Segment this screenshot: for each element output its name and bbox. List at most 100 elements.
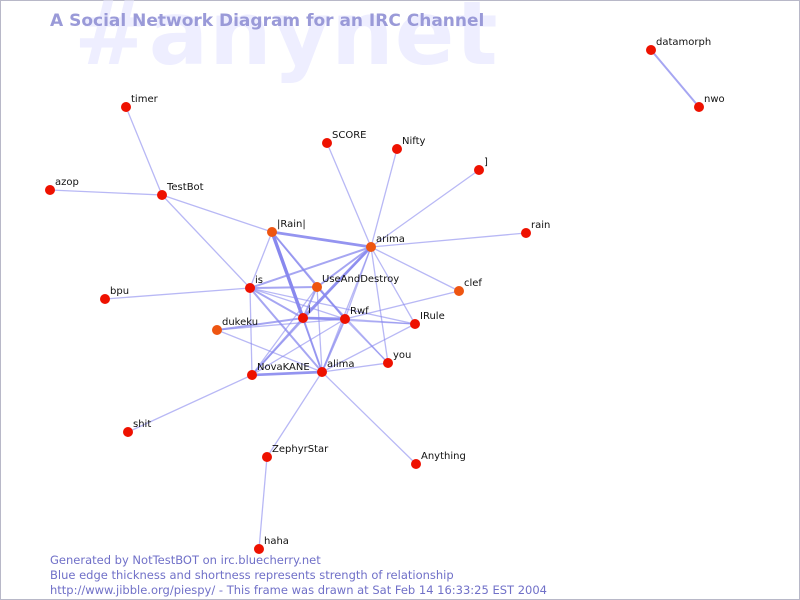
node-dot[interactable] xyxy=(121,102,131,112)
node-nwo[interactable]: nwo xyxy=(694,94,725,112)
node-timer[interactable]: timer xyxy=(121,94,159,112)
node-dot[interactable] xyxy=(694,102,704,112)
edge-arima-SCORE xyxy=(326,142,372,248)
node-dukeku[interactable]: dukeku xyxy=(212,317,258,335)
edge-alima-IRule xyxy=(321,323,416,373)
node-label: you xyxy=(393,350,411,361)
edge-Rwf-alima xyxy=(321,318,346,373)
node-bpu[interactable]: bpu xyxy=(100,286,129,304)
node-dot[interactable] xyxy=(454,286,464,296)
node-label: TestBot xyxy=(166,182,204,193)
edge-UseAndDestroy-NovaKANE xyxy=(251,286,318,376)
node-dot[interactable] xyxy=(646,45,656,55)
node-is[interactable]: is xyxy=(245,275,263,293)
node-alima[interactable]: alima xyxy=(317,359,355,377)
node-label: Rwf xyxy=(350,306,369,317)
edge-NovaKANE-alima xyxy=(251,370,323,377)
edge-alima-you xyxy=(321,362,389,373)
edge-layer xyxy=(49,49,700,550)
node-dot[interactable] xyxy=(267,227,277,237)
node-label: is xyxy=(255,275,263,286)
node-TestBot[interactable]: TestBot xyxy=(157,182,204,200)
node-dot[interactable] xyxy=(254,544,264,554)
node-dot[interactable] xyxy=(474,165,484,175)
node-dot[interactable] xyxy=(411,459,421,469)
node-label: Nifty xyxy=(402,136,426,147)
node-you[interactable]: you xyxy=(383,350,411,368)
footer-legend: Blue edge thickness and shortness repres… xyxy=(50,568,454,582)
node-rain[interactable]: rain xyxy=(521,220,550,238)
node-Anything[interactable]: Anything xyxy=(411,451,466,469)
edge-Rwf-IRule xyxy=(344,318,416,325)
node-dot[interactable] xyxy=(157,190,167,200)
node-label: shit xyxy=(133,419,151,430)
node-label: i xyxy=(308,305,311,316)
node-Rwf[interactable]: Rwf xyxy=(340,306,369,324)
node-SCORE[interactable]: SCORE xyxy=(322,130,366,148)
node-dot[interactable] xyxy=(298,313,308,323)
edge-ZephyrStar-haha xyxy=(258,456,268,550)
node-label: UseAndDestroy xyxy=(322,274,399,285)
edge-alima-Anything xyxy=(321,371,417,465)
edge-Rain-is xyxy=(249,231,273,289)
node-bracket[interactable]: ] xyxy=(474,157,488,175)
node-dot[interactable] xyxy=(262,452,272,462)
node-i[interactable]: i xyxy=(298,305,311,323)
node-Rain[interactable]: |Rain| xyxy=(267,219,306,237)
edge-arima-Nifty xyxy=(370,148,398,248)
node-dot[interactable] xyxy=(383,358,393,368)
node-dot[interactable] xyxy=(100,294,110,304)
node-UseAndDestroy[interactable]: UseAndDestroy xyxy=(312,274,399,292)
channel-watermark: #anynet xyxy=(74,0,499,85)
node-label: ] xyxy=(484,157,488,168)
edge-UseAndDestroy-i xyxy=(302,286,318,319)
node-label: ZephyrStar xyxy=(272,444,329,455)
node-dot[interactable] xyxy=(366,242,376,252)
edge-Rain-arima xyxy=(271,230,372,249)
node-label: NovaKANE xyxy=(257,362,310,373)
footer-link[interactable]: http://www.jibble.org/piespy/ - This fra… xyxy=(50,583,547,597)
edge-arima-is xyxy=(249,246,372,289)
node-azop[interactable]: azop xyxy=(45,177,79,195)
node-dot[interactable] xyxy=(247,370,257,380)
node-label: arima xyxy=(376,234,405,245)
node-label: haha xyxy=(264,536,289,547)
edge-Rwf-dukeku xyxy=(216,318,346,331)
edge-is-bpu xyxy=(104,287,251,300)
node-ZephyrStar[interactable]: ZephyrStar xyxy=(262,444,329,462)
node-shit[interactable]: shit xyxy=(123,419,151,437)
node-dot[interactable] xyxy=(45,185,55,195)
edge-UseAndDestroy-alima xyxy=(316,286,323,373)
node-haha[interactable]: haha xyxy=(254,536,289,554)
edge-is-UseAndDestroy xyxy=(249,286,318,289)
node-label: IRule xyxy=(420,311,445,322)
node-label: alima xyxy=(327,359,355,370)
node-dot[interactable] xyxy=(123,427,133,437)
node-label: dukeku xyxy=(222,317,258,328)
node-dot[interactable] xyxy=(410,319,420,329)
node-dot[interactable] xyxy=(322,138,332,148)
node-label: clef xyxy=(464,278,482,289)
node-Nifty[interactable]: Nifty xyxy=(392,136,426,154)
node-NovaKANE[interactable]: NovaKANE xyxy=(247,362,310,380)
node-label: SCORE xyxy=(332,130,366,141)
node-dot[interactable] xyxy=(392,144,402,154)
node-dot[interactable] xyxy=(340,314,350,324)
node-dot[interactable] xyxy=(317,367,327,377)
node-dot[interactable] xyxy=(212,325,222,335)
edge-is-Rwf xyxy=(249,287,346,320)
node-dot[interactable] xyxy=(245,283,255,293)
edge-arima-clef xyxy=(370,246,460,292)
edge-is-i xyxy=(249,287,304,319)
node-IRule[interactable]: IRule xyxy=(410,311,445,329)
edge-dukeku-alima xyxy=(216,329,323,373)
node-arima[interactable]: arima xyxy=(366,234,405,252)
node-dot[interactable] xyxy=(312,282,322,292)
edge-Rwf-NovaKANE xyxy=(251,318,346,376)
node-dot[interactable] xyxy=(521,228,531,238)
edge-timer-TestBot xyxy=(125,106,163,196)
node-datamorph[interactable]: datamorph xyxy=(646,37,711,55)
footer-generator: Generated by NotTestBOT on irc.bluecherr… xyxy=(50,553,321,567)
node-clef[interactable]: clef xyxy=(454,278,482,296)
